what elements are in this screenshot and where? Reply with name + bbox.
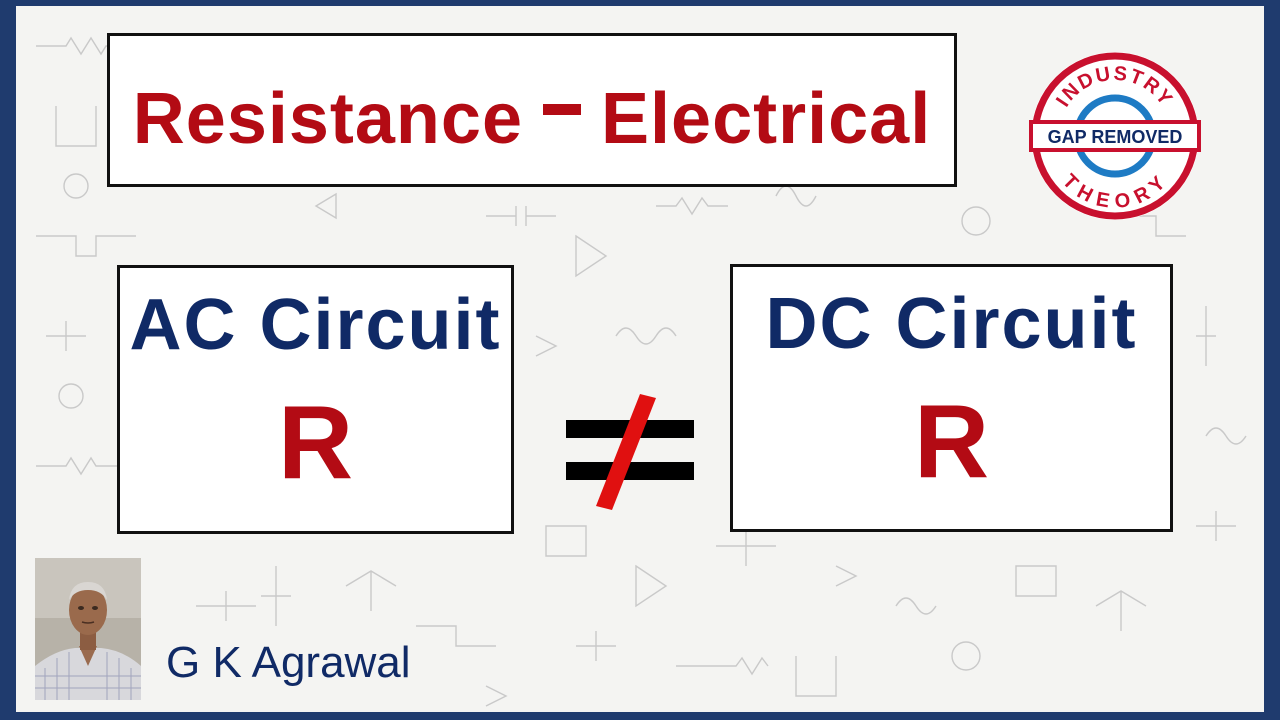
badge-middle-text: GAP REMOVED [1048, 127, 1183, 147]
title-box: Resistance Electrical [107, 33, 957, 187]
title-right: Electrical [601, 79, 932, 159]
page-title: Resistance Electrical [110, 78, 954, 160]
dc-resistance-symbol: R [913, 384, 990, 500]
slide-canvas: Resistance Electrical AC Circuit R DC Cir… [16, 6, 1264, 712]
title-dash [543, 104, 581, 116]
not-equal-icon [566, 394, 694, 510]
dc-circuit-label: DC Circuit [765, 284, 1138, 364]
dc-circuit-card: DC Circuit R [730, 264, 1173, 532]
author-photo [35, 558, 141, 700]
ac-resistance-symbol: R [277, 385, 354, 501]
title-left: Resistance [132, 79, 523, 159]
ac-circuit-label: AC Circuit [129, 285, 502, 365]
industry-theory-badge-logo: INDUSTRY THEORY GAP REMOVED [1029, 52, 1201, 220]
ac-circuit-card: AC Circuit R [117, 265, 514, 534]
author-name: G K Agrawal [166, 638, 411, 687]
